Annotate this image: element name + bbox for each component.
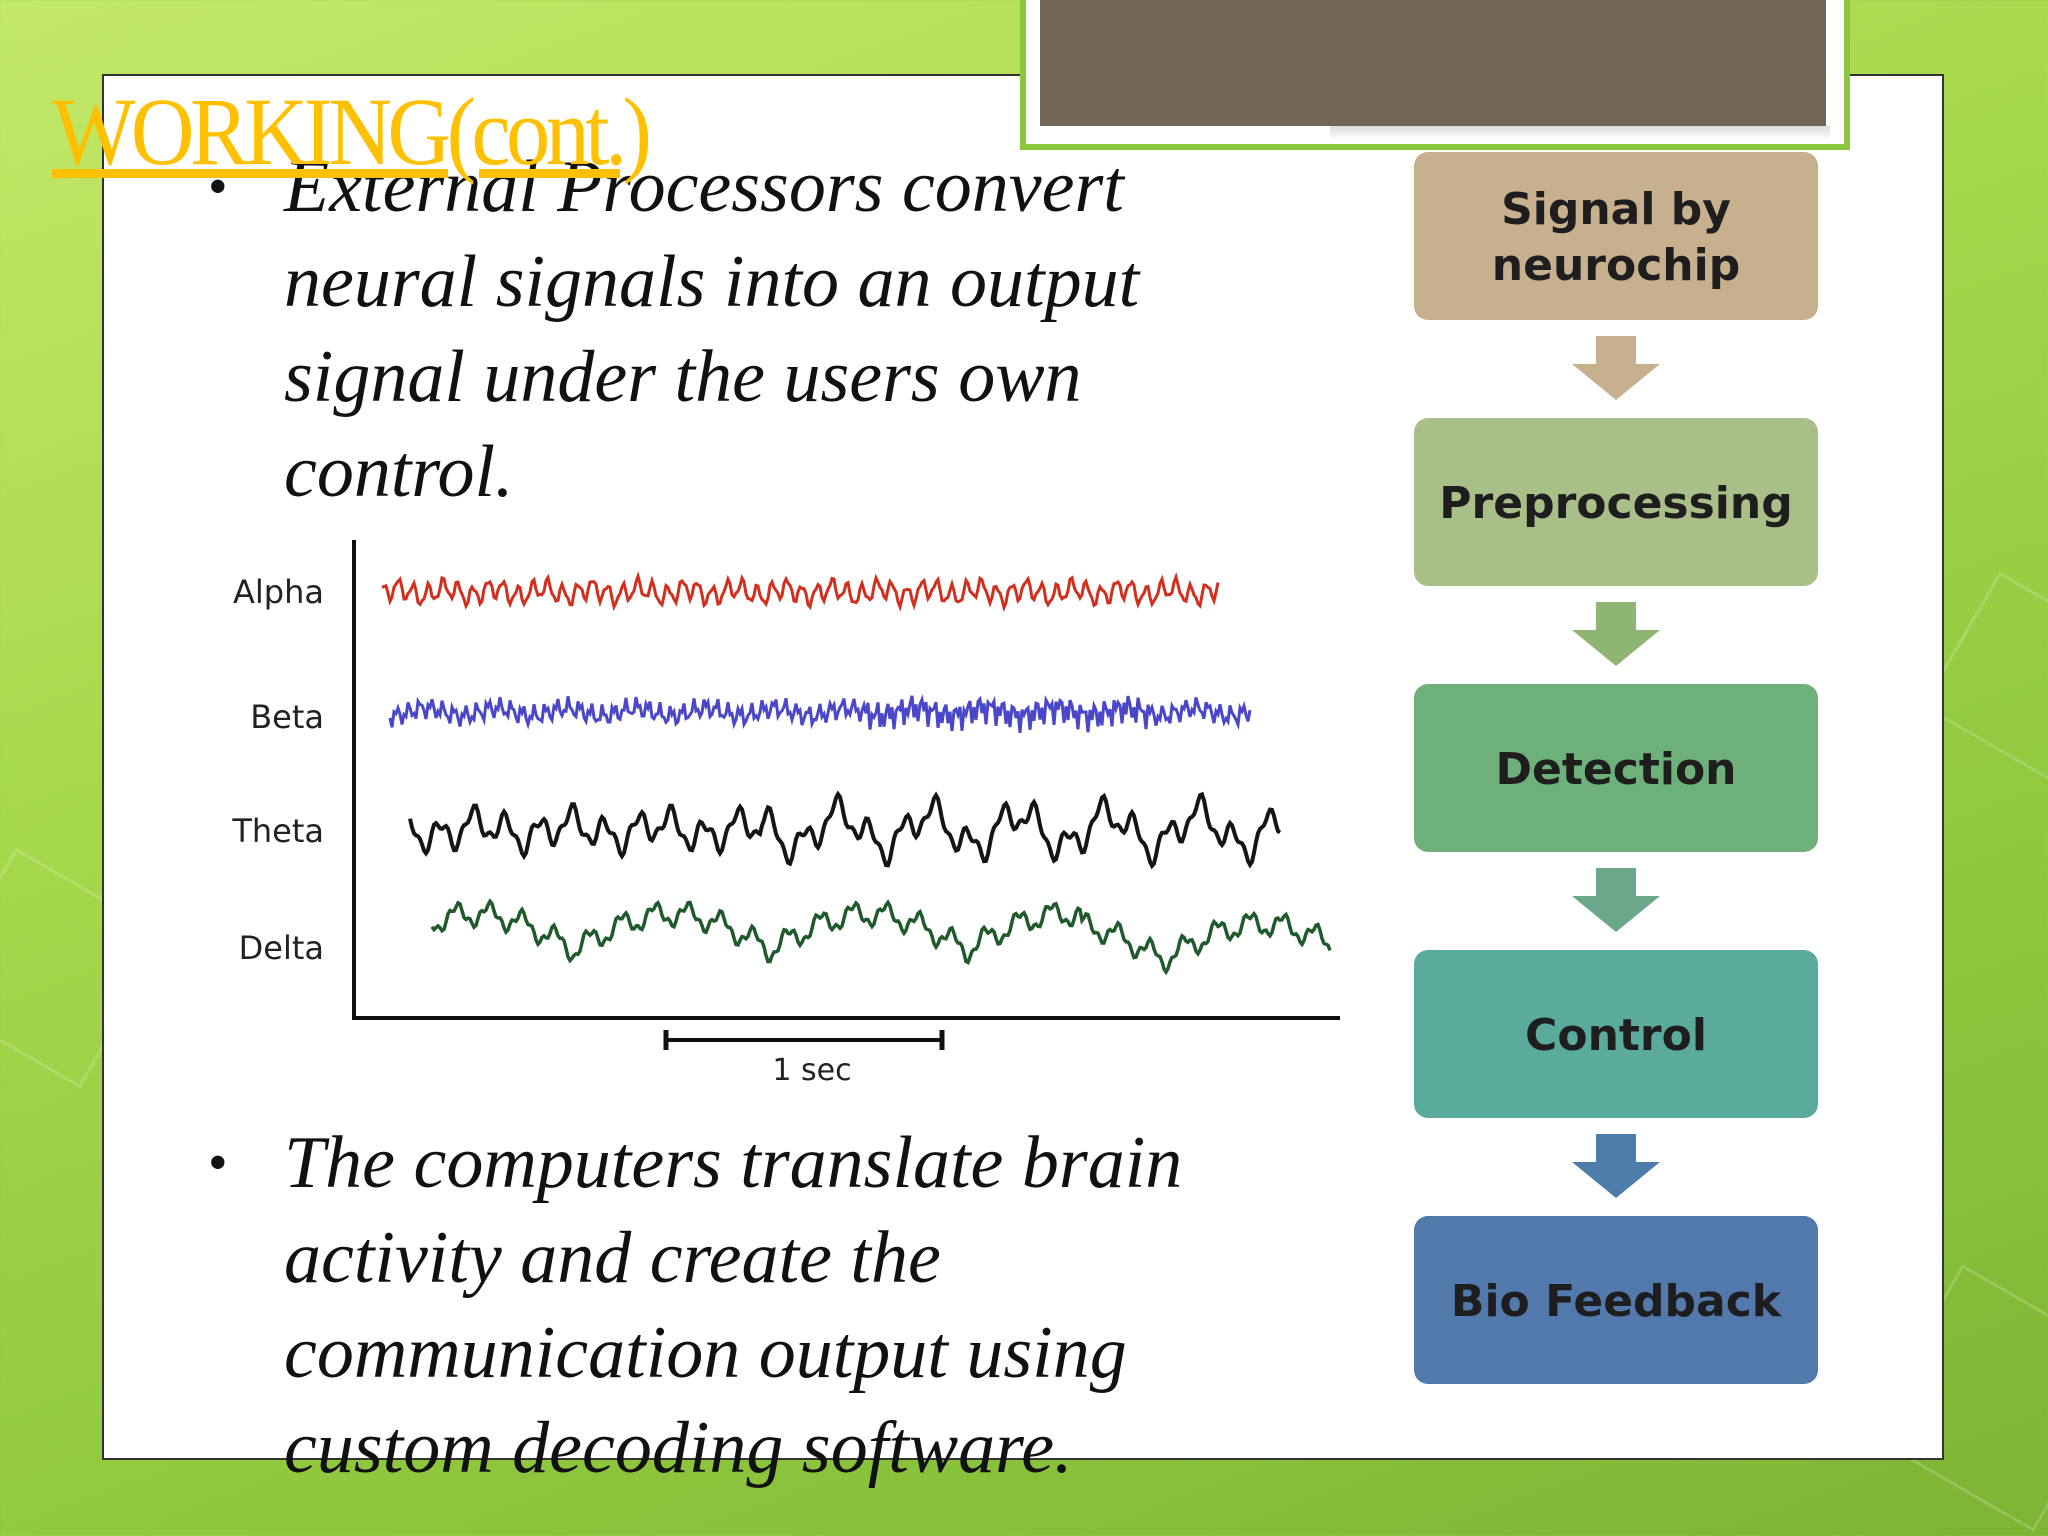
beta-wave [388, 694, 1252, 734]
flow-step-label: Signal by [1501, 184, 1731, 235]
slide-title: WORKING(cont.) [52, 78, 652, 185]
delta-wave [430, 898, 1332, 976]
flow-step-label: neurochip [1492, 240, 1740, 291]
wave-label-theta: Theta [231, 812, 324, 850]
wave-label-alpha: Alpha [233, 573, 324, 611]
flow-step-box [1414, 1216, 1818, 1384]
time-scale-label: 1 sec [772, 1053, 851, 1088]
flow-step-detection: Detection [1414, 684, 1818, 852]
alpha-wave [381, 570, 1220, 613]
flow-step-label: Bio Feedback [1451, 1276, 1783, 1327]
flow-step-box [1414, 684, 1818, 852]
bullet-marker: • [208, 1132, 228, 1194]
time-scale-bar [663, 1030, 945, 1050]
flow-step-box [1414, 418, 1818, 586]
bullet-text-2: The computers translate brain activity a… [284, 1122, 1183, 1489]
flow-arrow-down-icon [1572, 1134, 1660, 1198]
flow-arrow-down-icon [1572, 336, 1660, 400]
flow-step-control: Control [1414, 950, 1818, 1118]
theta-wave [408, 790, 1282, 870]
brain-wave-figure: Alpha Beta Theta Delta 1 sec [231, 540, 1340, 1088]
title-tab-shadow [1330, 126, 1830, 140]
flow-step-box [1414, 950, 1818, 1118]
wave-label-beta: Beta [250, 698, 324, 736]
process-flowchart: Signal byneurochipPreprocessingDetection… [1414, 152, 1818, 1384]
bullet-text-1: External Processors convert neural signa… [284, 146, 1140, 513]
flow-arrow-down-icon [1572, 868, 1660, 932]
flow-step-label: Preprocessing [1439, 478, 1792, 529]
flow-arrow-down-icon [1572, 602, 1660, 666]
flow-step-preprocessing: Preprocessing [1414, 418, 1818, 586]
bullet-marker: • [208, 156, 228, 218]
flow-step-bio-feedback: Bio Feedback [1414, 1216, 1818, 1384]
flow-step-box [1414, 152, 1818, 320]
flow-step-label: Detection [1496, 744, 1737, 795]
flow-step-label: Control [1525, 1010, 1707, 1061]
title-tab-panel [1040, 0, 1826, 126]
wave-label-delta: Delta [239, 929, 324, 967]
